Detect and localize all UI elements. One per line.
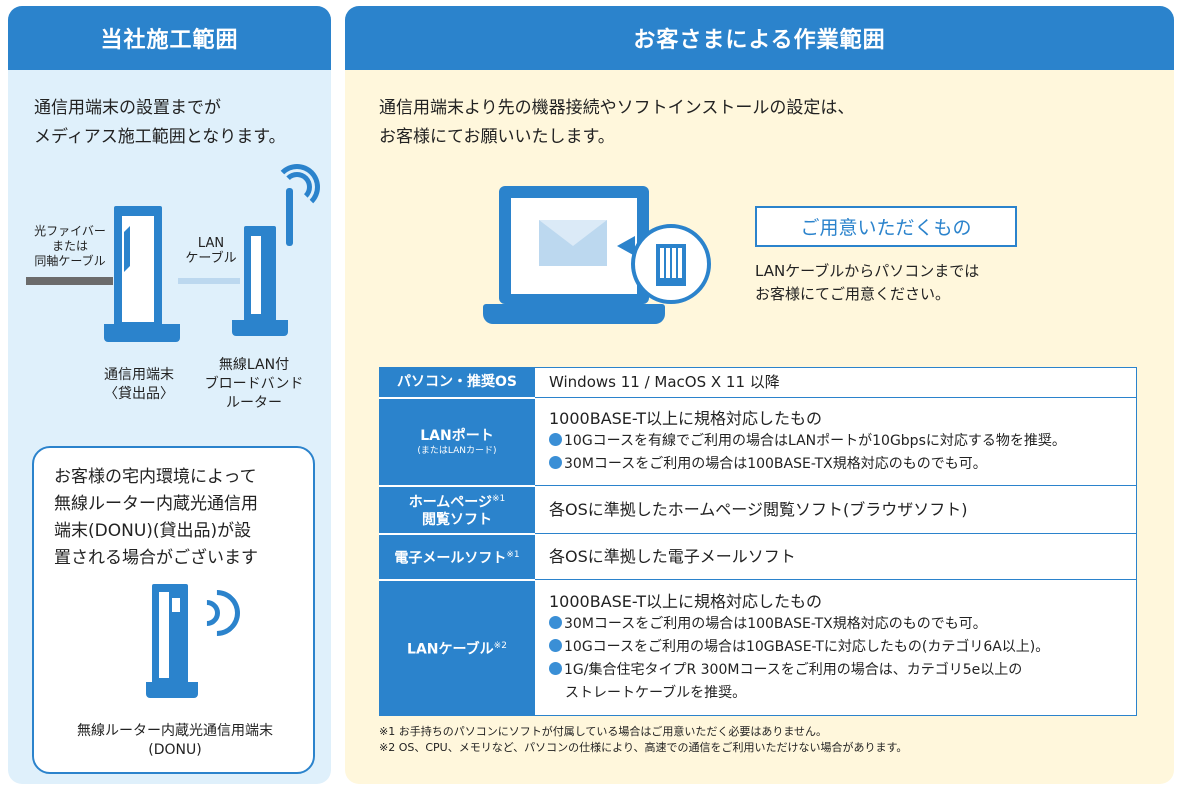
row-head-lan-port: LANポート (またはLANカード): [379, 397, 535, 487]
footnote-2: ※2 OS、CPU、メモリなど、パソコンの仕様により、高速での通信をご利用いただ…: [379, 741, 908, 754]
donu-callout: お客様の宅内環境によって 無線ルーター内蔵光通信用 端末(DONU)(貸出品)が…: [32, 446, 315, 774]
row-head-os: パソコン・推奨OS: [379, 367, 535, 399]
bullet-icon: [549, 433, 562, 446]
table-row: LANポート (またはLANカード) 1000BASE-T以上に規格対応したもの…: [379, 397, 1137, 487]
fiber-cable-label: 光ファイバー または 同軸ケーブル: [34, 224, 106, 268]
row-head-mail: 電子メールソフト※1: [379, 533, 535, 581]
row-value-browser: 各OSに準拠したホームページ閲覧ソフト(ブラウザソフト): [534, 485, 1137, 534]
prep-title: ご用意いただくもの: [755, 206, 1017, 247]
bullet-icon: [549, 662, 562, 675]
row-value-os: Windows 11 / MacOS X 11 以降: [534, 367, 1137, 398]
footnote-1: ※1 お手持ちのパソコンにソフトが付属している場合はご用意いただく必要はありませ…: [379, 725, 828, 738]
our-construction-scope-panel: 当社施工範囲 通信用端末の設置までが メディアス施工範囲となります。 光ファイバ…: [8, 6, 331, 784]
lan-cable-label: LAN ケーブル: [185, 236, 237, 266]
fiber-cable-line: [26, 277, 113, 285]
bullet-icon: [549, 616, 562, 629]
bullet-icon: [549, 456, 562, 469]
optical-terminal-icon: [104, 206, 180, 342]
row-head-lan-cable: LANケーブル※2: [379, 579, 535, 716]
customer-work-scope-panel: お客さまによる作業範囲 通信用端末より先の機器接続やソフトインストールの設定は、…: [345, 6, 1174, 784]
prep-text: LANケーブルからパソコンまでは お客様にてご用意ください。: [755, 262, 980, 303]
wifi-router-icon: [226, 164, 326, 342]
router-label: 無線LAN付 ブロードバンド ルーター: [204, 357, 304, 411]
terminal-label: 通信用端末 〈貸出品〉: [104, 367, 174, 402]
left-intro: 通信用端末の設置までが メディアス施工範囲となります。: [34, 98, 286, 147]
table-row: パソコン・推奨OS Windows 11 / MacOS X 11 以降: [379, 367, 1137, 399]
lan-cable-line: [178, 278, 240, 284]
table-row: 電子メールソフト※1 各OSに準拠した電子メールソフト: [379, 533, 1137, 581]
row-head-browser: ホームページ※1 閲覧ソフト: [379, 485, 535, 535]
row-value-lan-port: 1000BASE-T以上に規格対応したもの 10Gコースを有線でご利用の場合はL…: [534, 397, 1137, 486]
requirements-table: パソコン・推奨OS Windows 11 / MacOS X 11 以降 LAN…: [379, 367, 1137, 716]
right-panel-title: お客さまによる作業範囲: [345, 6, 1174, 70]
left-panel-title: 当社施工範囲: [8, 6, 331, 70]
donu-callout-text: お客様の宅内環境によって 無線ルーター内蔵光通信用 端末(DONU)(貸出品)が…: [54, 467, 258, 568]
right-intro: 通信用端末より先の機器接続やソフトインストールの設定は、 お客様にてお願いいたし…: [379, 98, 855, 147]
row-value-lan-cable: 1000BASE-T以上に規格対応したもの 30Mコースをご利用の場合は100B…: [534, 579, 1137, 716]
laptop-mail-icon: [483, 186, 723, 326]
donu-device-icon: [146, 574, 256, 704]
bullet-icon: [549, 639, 562, 652]
table-row: ホームページ※1 閲覧ソフト 各OSに準拠したホームページ閲覧ソフト(ブラウザソ…: [379, 485, 1137, 535]
donu-label: 無線ルーター内蔵光通信用端末 (DONU): [77, 723, 273, 758]
table-row: LANケーブル※2 1000BASE-T以上に規格対応したもの 30Mコースをご…: [379, 579, 1137, 716]
row-value-mail: 各OSに準拠した電子メールソフト: [534, 533, 1137, 580]
